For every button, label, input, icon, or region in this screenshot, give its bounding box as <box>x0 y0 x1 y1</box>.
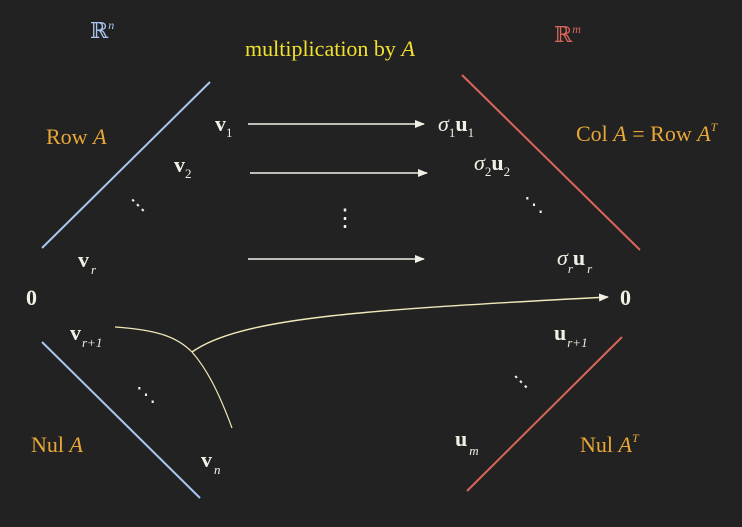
vector-v1-label: v1 <box>215 111 233 140</box>
vector-ur1-label: ur+1 <box>554 320 588 350</box>
vector-sigma1-u1-label: σ1u1 <box>438 111 474 140</box>
curve-vn-to-merge <box>191 351 233 429</box>
domain-space-label: ℝn <box>90 18 114 43</box>
codomain-space-label: ℝm <box>554 22 581 47</box>
null-space-label: Nul A <box>31 432 84 457</box>
row-space-label: Row A <box>46 124 107 149</box>
zero-domain-label: 0 <box>26 285 37 310</box>
curve-vr1-to-merge <box>114 326 193 353</box>
column-space-line <box>461 74 641 251</box>
vector-sigma2-u2-label: σ2u2 <box>474 150 510 179</box>
vector-v2-label: v2 <box>174 152 192 181</box>
left-null-ellipsis: ⋱ <box>136 384 156 406</box>
right-col-ellipsis: ⋱ <box>524 194 544 216</box>
column-space-label: Col A = Row AT <box>576 120 719 146</box>
left-null-space-label: Nul AT <box>580 431 640 457</box>
map-label: multiplication by A <box>245 36 415 61</box>
row-space-line <box>41 81 211 249</box>
zero-codomain-label: 0 <box>620 285 631 310</box>
left-null-space-line <box>466 336 623 492</box>
vector-vr1-label: vr+1 <box>70 320 102 350</box>
left-row-ellipsis: ⋮ <box>123 190 153 220</box>
right-null-ellipsis: ⋮ <box>506 367 536 397</box>
null-space-line <box>41 341 201 499</box>
arrow-null-to-zero <box>191 293 609 353</box>
center-ellipsis: ⋮ <box>333 206 357 232</box>
